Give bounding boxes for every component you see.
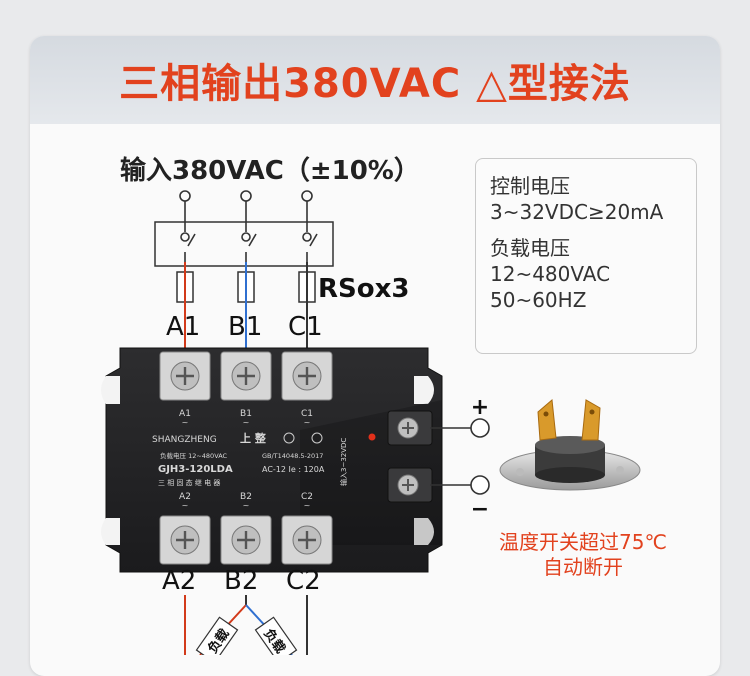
terminal-b2 <box>220 515 272 565</box>
brand-name: SHANGZHENG <box>152 435 217 445</box>
terminal-c1 <box>281 351 333 401</box>
module-type: 三 相 固 态 继 电 器 <box>158 478 220 487</box>
label-c2: C2 <box>286 566 321 596</box>
label-a2: A2 <box>162 566 197 596</box>
mini-label-a2: A2 <box>179 492 191 502</box>
load-voltage-value-1: 12~480VAC <box>490 262 611 286</box>
brand-name-cn: 上 整 <box>240 431 266 445</box>
model-number: GJH3-120LDA <box>158 464 233 475</box>
thermostat-note-line-1: 温度开关超过75℃ <box>499 530 667 554</box>
input-terminal-b <box>240 190 257 275</box>
thermostat-note: 温度开关超过75℃ 自动断开 <box>478 530 688 580</box>
load-voltage-value-2: 50~60HZ <box>490 288 587 312</box>
thermostat-note-line-2: 自动断开 <box>543 555 623 579</box>
label-b1: B1 <box>228 312 263 342</box>
input-terminal-a <box>179 190 196 275</box>
certification-mark <box>283 432 295 444</box>
svg-text:~: ~ <box>243 501 250 510</box>
input-spec: 输入3~32VDC <box>339 438 348 486</box>
mini-label-c1: C1 <box>301 409 313 419</box>
switch-box <box>154 221 334 267</box>
svg-text:~: ~ <box>182 501 189 510</box>
terminal-c2 <box>281 515 333 565</box>
title-bar: 三相输出380VAC △型接法 <box>30 36 720 124</box>
load-voltage-heading: 负载电压 <box>490 236 570 260</box>
load-voltage-spec: 负载电压 12~480VAC <box>160 451 228 460</box>
svg-text:~: ~ <box>304 418 311 427</box>
certification-mark-2 <box>311 432 323 444</box>
terminal-a1 <box>159 351 211 401</box>
control-terminal-plus <box>387 410 433 446</box>
load-label-1: 负载 <box>195 616 239 655</box>
thermostat-switch <box>499 399 641 491</box>
mini-label-b1: B1 <box>240 409 252 419</box>
input-terminal-c <box>301 190 318 275</box>
label-b2: B2 <box>224 566 259 596</box>
page-title: 三相输出380VAC △型接法 <box>119 61 631 107</box>
svg-text:~: ~ <box>243 418 250 427</box>
mini-label-c2: C2 <box>301 492 313 502</box>
terminal-a2 <box>159 515 211 565</box>
spec-box: 控制电压 3~32VDC≥20mA 负载电压 12~480VAC 50~60HZ <box>475 158 697 354</box>
ssr-module: A1 B1 C1 ~ ~ ~ SHANGZHENG 上 整 负载电压 12~48… <box>101 347 443 573</box>
svg-text:~: ~ <box>182 418 189 427</box>
svg-text:~: ~ <box>304 501 311 510</box>
input-voltage-label: 输入380VAC（±10%） <box>120 156 420 186</box>
rating-spec: AC-12 Ie : 120A <box>262 465 325 474</box>
control-terminal-minus <box>387 467 433 503</box>
mini-label-a1: A1 <box>179 409 191 419</box>
label-a1: A1 <box>166 312 201 342</box>
plus-node <box>470 418 490 438</box>
minus-sign: − <box>471 497 489 522</box>
fuse-label: RSox3 <box>318 274 410 304</box>
mini-label-b2: B2 <box>240 492 252 502</box>
wiring-diagram: A1 B1 C1 ~ ~ ~ SHANGZHENG 上 整 负载电压 12~48… <box>101 190 641 655</box>
plus-sign: + <box>471 395 489 420</box>
control-voltage-heading: 控制电压 <box>490 174 570 198</box>
minus-node <box>470 475 490 495</box>
standard-spec: GB/T14048.5-2017 <box>262 452 323 460</box>
control-voltage-value: 3~32VDC≥20mA <box>490 200 664 224</box>
label-c1: C1 <box>288 312 323 342</box>
led-indicator <box>368 433 376 441</box>
terminal-b1 <box>220 351 272 401</box>
